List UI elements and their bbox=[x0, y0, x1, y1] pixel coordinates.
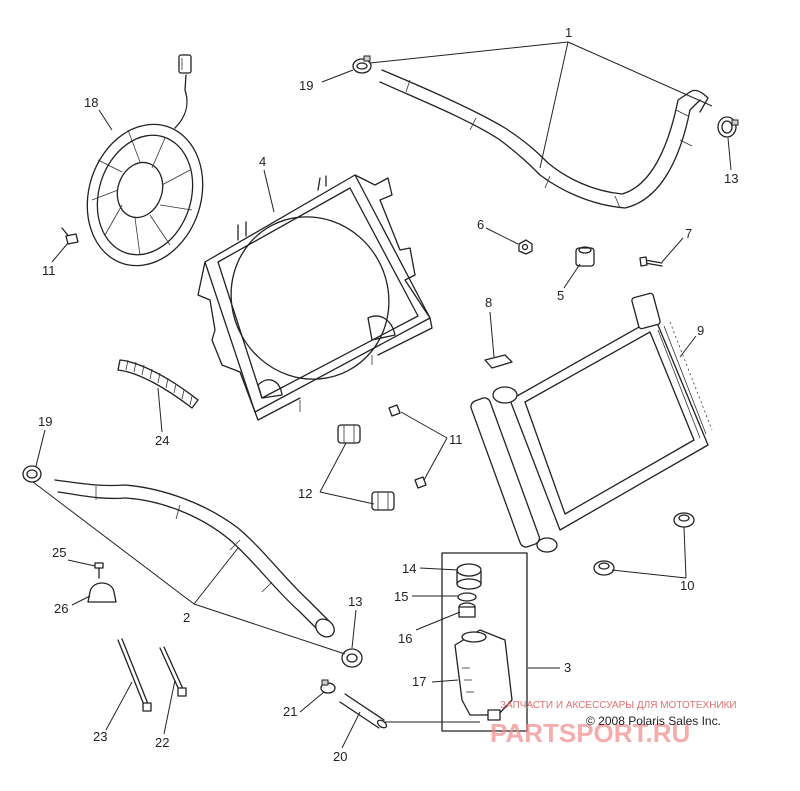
upper-hose bbox=[379, 69, 709, 209]
callout-23: 23 bbox=[93, 729, 107, 744]
hose-clamp-lower bbox=[22, 465, 42, 483]
callout-14: 14 bbox=[402, 561, 416, 576]
radiator bbox=[470, 292, 713, 553]
bracket-8 bbox=[484, 354, 513, 369]
callout-25: 25 bbox=[52, 545, 66, 560]
screw-11-a bbox=[388, 404, 401, 417]
hose-clamp-upper-right bbox=[717, 116, 739, 138]
bolt-25 bbox=[94, 562, 104, 579]
hose-clamp-upper bbox=[352, 55, 372, 74]
watermark-logo: PARTSPORT.RU bbox=[490, 718, 690, 748]
reservoir-group bbox=[441, 552, 528, 732]
grommet-5 bbox=[575, 246, 595, 267]
bolt-7 bbox=[639, 256, 663, 267]
grommet-10-a bbox=[673, 512, 695, 528]
callout-19-lower: 19 bbox=[38, 414, 52, 429]
clamp-21 bbox=[320, 679, 336, 694]
callout-6: 6 bbox=[477, 217, 484, 232]
watermark: PARTSPORT.RU ЗАПЧАСТИ И АКСЕССУАРЫ ДЛЯ М… bbox=[490, 700, 737, 748]
callout-26: 26 bbox=[54, 601, 68, 616]
callout-24: 24 bbox=[155, 433, 169, 448]
grommet-12-a bbox=[337, 424, 361, 444]
callout-3: 3 bbox=[564, 660, 571, 675]
fan-assembly bbox=[86, 54, 204, 267]
callout-17: 17 bbox=[412, 674, 426, 689]
callout-2: 2 bbox=[183, 610, 190, 625]
callout-12: 12 bbox=[298, 486, 312, 501]
callout-5: 5 bbox=[557, 288, 564, 303]
fan-bolt bbox=[61, 227, 79, 245]
callout-11-lower: 11 bbox=[449, 432, 463, 447]
screw-11-b bbox=[414, 476, 427, 489]
callout-13-lower: 13 bbox=[348, 594, 362, 609]
leader-lines bbox=[32, 41, 732, 749]
callout-22: 22 bbox=[155, 735, 169, 750]
foam-seal bbox=[117, 359, 199, 409]
callout-19-upper: 19 bbox=[299, 78, 313, 93]
callout-15: 15 bbox=[394, 589, 408, 604]
grommet-10-b bbox=[593, 560, 615, 576]
callout-7: 7 bbox=[685, 226, 692, 241]
fan-shroud bbox=[197, 174, 433, 421]
grommet-12-b bbox=[371, 491, 395, 511]
cable-tie-22 bbox=[159, 646, 187, 697]
callout-21: 21 bbox=[283, 704, 297, 719]
callout-1: 1 bbox=[565, 25, 572, 40]
copyright-notice: © 2008 Polaris Sales Inc. bbox=[586, 714, 721, 728]
watermark-text: ЗАПЧАСТИ И АКСЕССУАРЫ ДЛЯ МОТОТЕХНИКИ bbox=[500, 700, 737, 711]
lower-hose bbox=[54, 479, 335, 638]
nut-6 bbox=[518, 239, 533, 255]
callout-18: 18 bbox=[84, 95, 98, 110]
callout-8: 8 bbox=[485, 295, 492, 310]
callout-16: 16 bbox=[398, 631, 412, 646]
callout-labels: 1 2 3 4 5 6 7 8 9 10 11 11 12 13 13 14 1… bbox=[38, 25, 738, 764]
callout-9: 9 bbox=[697, 323, 704, 338]
callout-20: 20 bbox=[333, 749, 347, 764]
cable-tie-23 bbox=[117, 638, 152, 712]
callout-4: 4 bbox=[259, 154, 266, 169]
clip-26 bbox=[87, 582, 117, 603]
overflow-hose-20 bbox=[339, 693, 480, 729]
callout-13-upper: 13 bbox=[724, 171, 738, 186]
callout-10: 10 bbox=[680, 578, 694, 593]
hose-clamp-lower-right bbox=[341, 648, 363, 668]
callout-11-upper: 11 bbox=[42, 263, 56, 278]
